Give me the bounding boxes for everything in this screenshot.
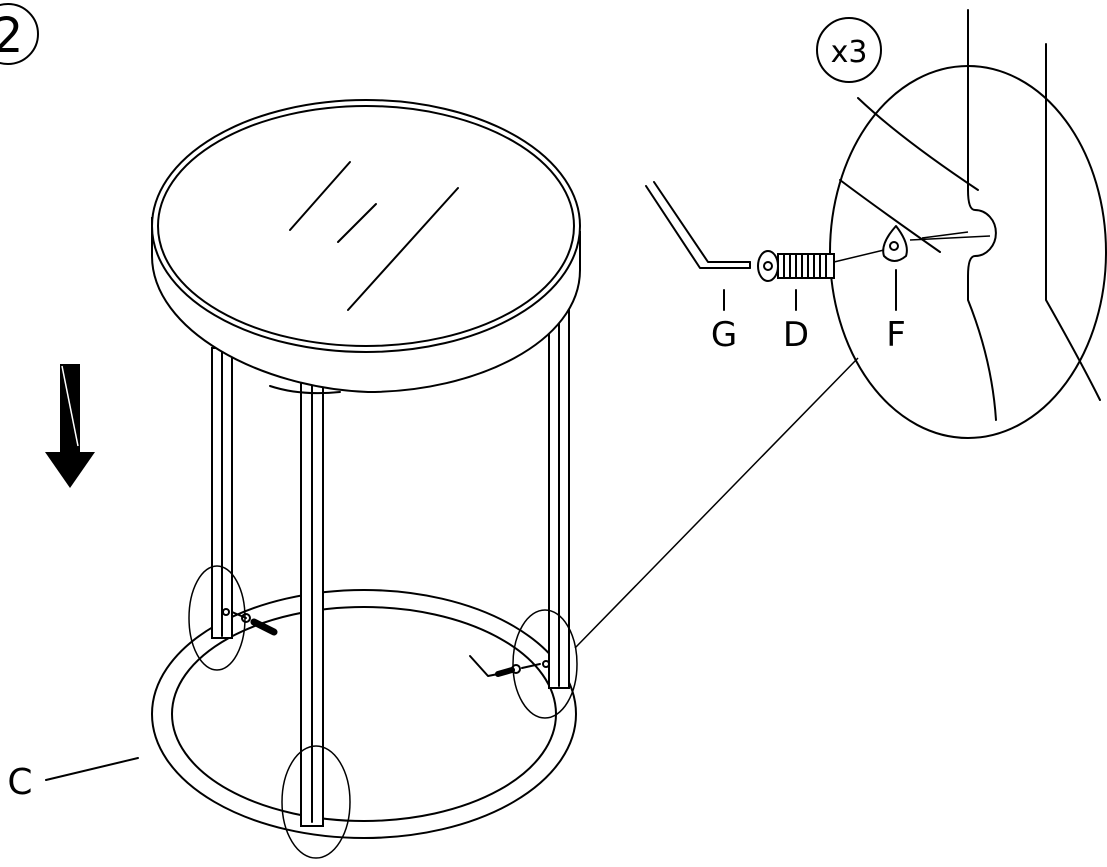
table-top xyxy=(151,99,581,395)
step-number-badge: 2 xyxy=(0,3,39,65)
step-number: 2 xyxy=(0,8,23,64)
washer-icon: F xyxy=(833,225,908,355)
joint-highlight-right xyxy=(469,609,578,719)
allen-key-icon: G xyxy=(645,181,751,355)
leg-left xyxy=(211,347,233,639)
base-ring-label: C xyxy=(7,757,139,803)
part-label-g: G xyxy=(711,315,737,355)
leg-front xyxy=(300,379,324,827)
bolt-icon: D xyxy=(757,250,835,355)
down-arrow-icon xyxy=(45,364,95,488)
part-label-d: D xyxy=(783,315,809,355)
quantity-badge: x3 xyxy=(816,17,882,83)
detail-view xyxy=(829,9,1107,439)
joint-highlight-left xyxy=(188,565,278,671)
part-label-f: F xyxy=(886,315,906,355)
joint-highlight-front xyxy=(281,745,351,859)
part-label-c: C xyxy=(7,762,32,803)
quantity-label: x3 xyxy=(831,35,868,70)
detail-callout-line xyxy=(574,357,859,649)
leg-right xyxy=(548,295,570,689)
